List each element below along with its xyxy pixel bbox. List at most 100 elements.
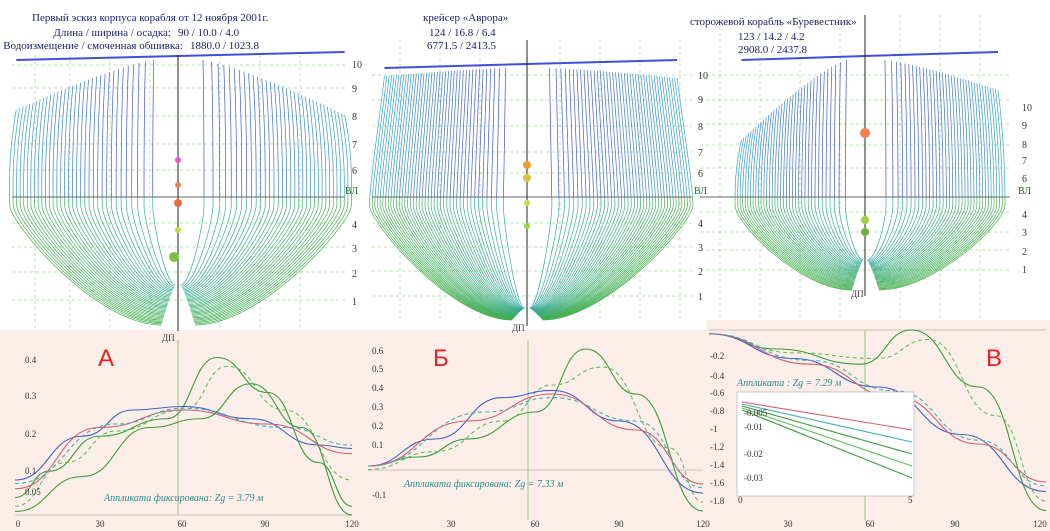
hull-frame-line [190, 197, 308, 311]
hull-frame-line [671, 77, 688, 197]
hull-frame-line [16, 197, 163, 323]
hull-frame-line [482, 197, 523, 310]
hull-frame-line [106, 197, 172, 296]
hull-frame-line [664, 76, 679, 197]
panel-b-letter: Б [433, 345, 449, 372]
hull-frame-line [404, 197, 516, 317]
hull-frame-line [187, 197, 275, 302]
tick-label: 0.3 [372, 402, 384, 412]
panel-c-wl-label: ВЛ [1018, 186, 1031, 197]
hull-frame-line [72, 197, 168, 305]
hull-frame-line [870, 197, 920, 267]
hull-frame-line [979, 83, 986, 197]
panel-a-displacement-label: Водоизмещение / смоченная обшивка: [3, 40, 183, 52]
hull-frame-line [424, 72, 436, 197]
hull-frame-line [676, 77, 693, 197]
tick-label: -0.2 [710, 351, 724, 361]
level-label: 9 [698, 95, 703, 106]
tick-label: 0 [16, 519, 21, 529]
center-marker [175, 157, 181, 163]
hull-frame-line [968, 80, 975, 197]
hull-frame-line [37, 197, 165, 316]
level-label: 7 [1022, 156, 1027, 167]
hull-frame-line [874, 197, 960, 277]
hull-frame-line [811, 78, 815, 197]
hull-frame-line [115, 69, 119, 197]
panel-a-letter: А [98, 345, 114, 372]
hull-frame-line [941, 72, 947, 197]
hull-frame-line [48, 197, 166, 313]
hull-frame-line [869, 197, 908, 264]
hull-frame-line [84, 79, 89, 197]
hull-frame-line [962, 78, 969, 197]
hull-frame-line [410, 73, 422, 197]
hull-frame-line [252, 74, 257, 197]
hull-frame-line [76, 197, 169, 304]
hull-frame-line [959, 77, 966, 197]
hull-frame-line [929, 69, 934, 197]
hull-frame-line [41, 197, 165, 315]
hull-frame-line [437, 71, 447, 197]
hull-frame-line [333, 109, 342, 197]
hull-frame-line [629, 73, 641, 197]
tick-label: 0.2 [25, 429, 36, 439]
hull-frame-line [867, 197, 894, 262]
hull-frame-line [463, 197, 521, 311]
hull-frame-line [183, 197, 237, 292]
hull-frame-line [273, 83, 279, 197]
hull-frame-line [430, 71, 441, 197]
hull-frame-line [995, 89, 1003, 197]
hull-frame-line [305, 96, 312, 197]
hull-frame-line [399, 73, 412, 197]
hull-frame-line [293, 91, 300, 197]
tick-label: 0.4 [372, 383, 384, 393]
tick-label: -0.1 [372, 490, 386, 500]
tick-label: 0.4 [25, 355, 37, 365]
hull-frame-line [783, 197, 857, 275]
hull-frame-line [792, 91, 797, 197]
hull-frame-line [593, 70, 602, 197]
hull-frame-line [538, 197, 645, 316]
hull-frame-line [453, 70, 461, 197]
curve-panel-b-bg [362, 330, 706, 531]
hull-frame-line [185, 197, 257, 297]
hull-frame-line [194, 197, 349, 325]
hull-frame-line [192, 197, 323, 316]
tick-label: 0.5 [372, 364, 384, 374]
level-label: 3 [1022, 228, 1027, 239]
panel-a-dims-label: Длина / ширина / осадка: [53, 27, 171, 39]
hull-frame-line [316, 101, 323, 197]
hull-frame-line [111, 197, 172, 294]
hull-frame-line [872, 197, 937, 271]
panel-c-dp-label: ДП [851, 289, 864, 299]
hull-frame-line [539, 197, 663, 318]
hull-frame-line [418, 197, 517, 316]
hull-frame-line [869, 197, 912, 265]
tick-label: 0.3 [25, 391, 37, 401]
hull-frame-line [814, 75, 818, 197]
hull-frame-line [289, 89, 296, 197]
hull-frame-line [211, 61, 214, 197]
level-label: 7 [698, 148, 703, 159]
hull-frame-line [538, 197, 648, 316]
hull-frame-line [760, 117, 767, 197]
center-marker [524, 223, 530, 229]
hull-frame-line [987, 86, 995, 197]
hull-frame-line [76, 82, 81, 197]
hull-frame-line [935, 71, 941, 197]
hull-frame-line [474, 69, 480, 197]
hull-frame-line [496, 197, 525, 309]
hull-frame-line [739, 135, 747, 197]
hull-frame-line [774, 105, 780, 197]
hull-frame-line [443, 197, 520, 313]
hull-frame-line [833, 64, 837, 197]
hull-frame-line [529, 197, 553, 309]
hull-frame-line [539, 197, 660, 317]
hull-frame-line [953, 76, 960, 197]
center-marker [860, 128, 870, 138]
hull-frame-line [183, 197, 232, 291]
hull-frame-line [734, 139, 742, 197]
level-label: 4 [352, 220, 357, 231]
